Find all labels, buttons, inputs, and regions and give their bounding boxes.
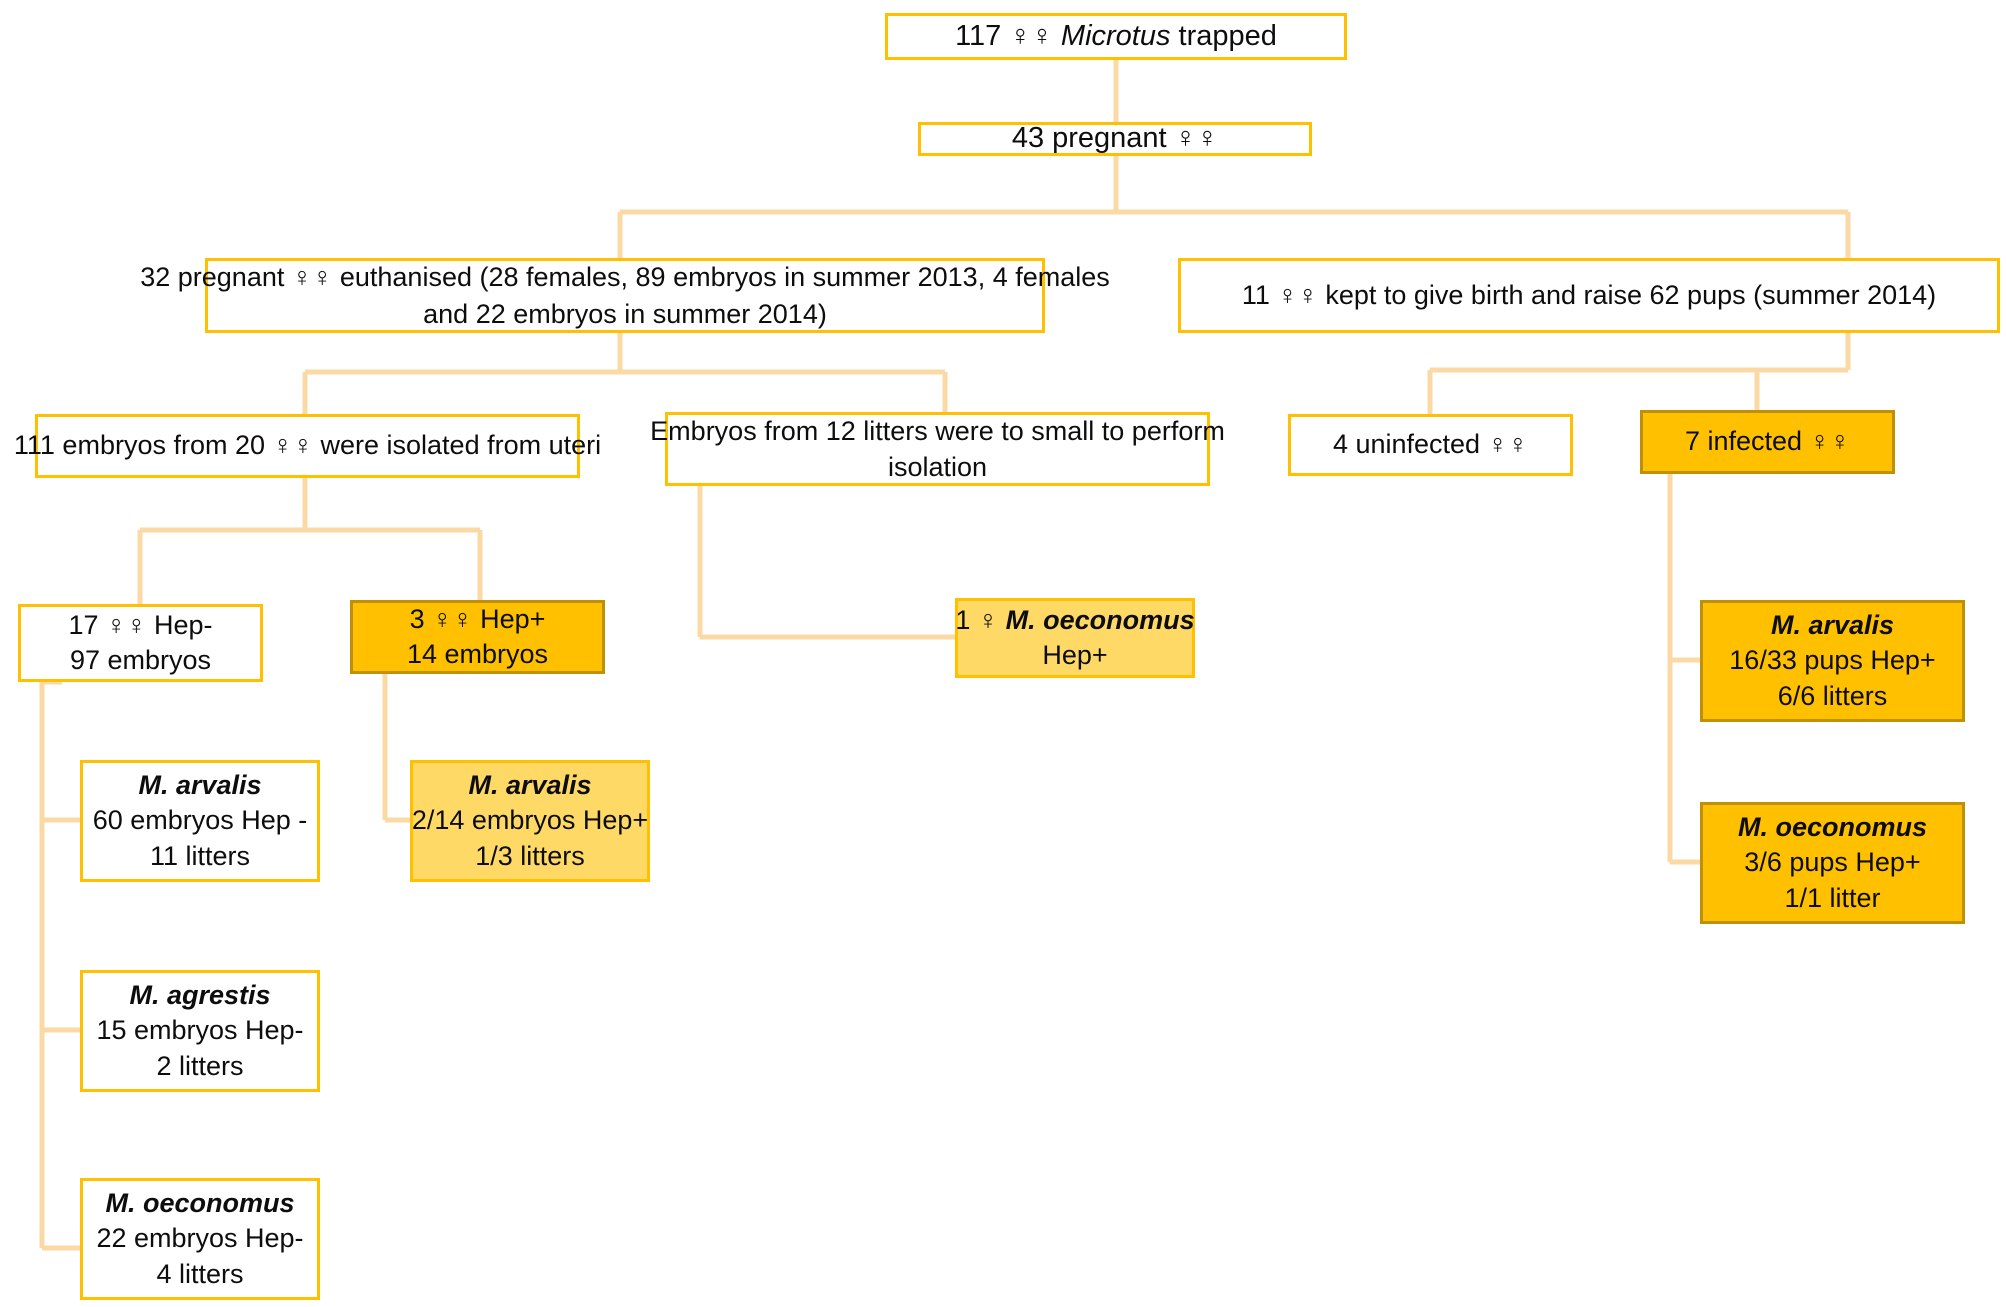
node-arvalis-pos-line3: 1/3 litters — [475, 840, 585, 871]
node-oeconomus-neg-line2: 22 embryos Hep- — [96, 1223, 304, 1254]
edge-infected-rail — [1667, 474, 1700, 865]
node-hep-pos-females[interactable]: 3 ♀♀ Hep+ 14 embryos — [350, 600, 605, 674]
edge-hepneg-rail — [39, 679, 82, 1251]
node-too-small-line2: isolation — [887, 452, 988, 482]
node-uninfected[interactable]: 4 uninfected ♀♀ — [1288, 414, 1573, 476]
node-oeconomus-pups-line3: 1/1 litter — [1784, 882, 1881, 913]
node-oeconomus-pups-species: M. oeconomus — [1737, 812, 1927, 843]
node-too-small[interactable]: Embryos from 12 litters were to small to… — [650, 412, 1225, 486]
node-arvalis-pos-line2: 2/14 embryos Hep+ — [411, 805, 649, 836]
node-oeconomus-neg-line3: 4 litters — [156, 1258, 244, 1289]
node-arvalis-neg-line3: 11 litters — [149, 840, 251, 871]
node-too-small-line1: Embryos from 12 litters were to small to… — [650, 415, 1225, 446]
node-arvalis-pos-species: M. arvalis — [468, 770, 592, 801]
node-hep-neg-line2: 97 embryos — [69, 645, 212, 675]
node-oeconomus-neg-species: M. oeconomus — [105, 1188, 295, 1219]
node-arvalis-pups-line2: 16/33 pups Hep+ — [1729, 645, 1936, 676]
edge-kept-split — [1427, 332, 1851, 414]
node-kept-label: 11 ♀♀ kept to give birth and raise 62 pu… — [1241, 279, 1937, 310]
node-infected-label: 7 infected ♀♀ — [1684, 426, 1851, 457]
node-arvalis-neg[interactable]: M. arvalis 60 embryos Hep - 11 litters — [80, 760, 320, 882]
node-pregnant-label: 43 pregnant ♀♀ — [1011, 122, 1219, 155]
node-arvalis-pos-embryos[interactable]: M. arvalis 2/14 embryos Hep+ 1/3 litters — [410, 760, 650, 882]
node-pregnant[interactable]: 43 pregnant ♀♀ — [918, 122, 1312, 156]
node-isolated[interactable]: 111 embryos from 20 ♀♀ were isolated fro… — [14, 414, 601, 478]
node-euthanised-line2: and 22 embryos in summer 2014) — [423, 298, 827, 329]
node-agrestis-neg-line2: 15 embryos Hep- — [96, 1015, 304, 1046]
node-oeconomus-neg[interactable]: M. oeconomus 22 embryos Hep- 4 litters — [80, 1178, 320, 1300]
node-euthanised-line1: 32 pregnant ♀♀ euthanised (28 females, 8… — [140, 262, 1110, 293]
node-arvalis-pups[interactable]: M. arvalis 16/33 pups Hep+ 6/6 litters — [1700, 600, 1965, 722]
node-arvalis-neg-line2: 60 embryos Hep - — [92, 805, 308, 836]
node-oeconomus-small-line1: 1 ♀ M. oeconomus — [955, 604, 1195, 635]
node-trapped-label: 117 ♀♀ Microtus trapped — [955, 19, 1277, 52]
node-hep-pos-line1: 3 ♀♀ Hep+ — [409, 603, 546, 634]
node-oeconomus-pups-line2: 3/6 pups Hep+ — [1744, 847, 1921, 878]
node-isolated-label: 111 embryos from 20 ♀♀ were isolated fro… — [13, 430, 602, 461]
node-euthanised[interactable]: 32 pregnant ♀♀ euthanised (28 females, 8… — [140, 258, 1110, 333]
node-trapped[interactable]: 117 ♀♀ Microtus trapped — [885, 13, 1347, 60]
node-agrestis-neg-line3: 2 litters — [156, 1050, 244, 1081]
node-hep-pos-line2: 14 embryos — [406, 639, 549, 669]
node-infected[interactable]: 7 infected ♀♀ — [1640, 410, 1895, 474]
node-uninfected-label: 4 uninfected ♀♀ — [1332, 429, 1529, 460]
node-arvalis-neg-species: M. arvalis — [138, 770, 262, 801]
node-arvalis-pups-species: M. arvalis — [1770, 610, 1895, 641]
node-arvalis-pups-line3: 6/6 litters — [1777, 680, 1888, 711]
node-agrestis-neg-species: M. agrestis — [129, 980, 271, 1011]
node-oeconomus-small-line2: Hep+ — [1042, 640, 1108, 670]
node-kept[interactable]: 11 ♀♀ kept to give birth and raise 62 pu… — [1178, 258, 2000, 333]
node-hep-neg-line1: 17 ♀♀ Hep- — [68, 609, 213, 640]
node-hep-neg-females[interactable]: 17 ♀♀ Hep- 97 embryos — [18, 604, 263, 682]
node-oeconomus-pups[interactable]: M. oeconomus 3/6 pups Hep+ 1/1 litter — [1700, 802, 1965, 924]
node-agrestis-neg[interactable]: M. agrestis 15 embryos Hep- 2 litters — [80, 970, 320, 1092]
edge-euthanised-split — [302, 332, 948, 414]
edge-heppos-arvalis — [382, 674, 412, 823]
edge-toosmall-oeconomus — [697, 486, 958, 640]
edge-pregnant-split — [617, 155, 1851, 260]
node-oeconomus-small[interactable]: 1 ♀ M. oeconomus Hep+ — [955, 598, 1195, 678]
edge-isolated-split — [137, 478, 483, 604]
